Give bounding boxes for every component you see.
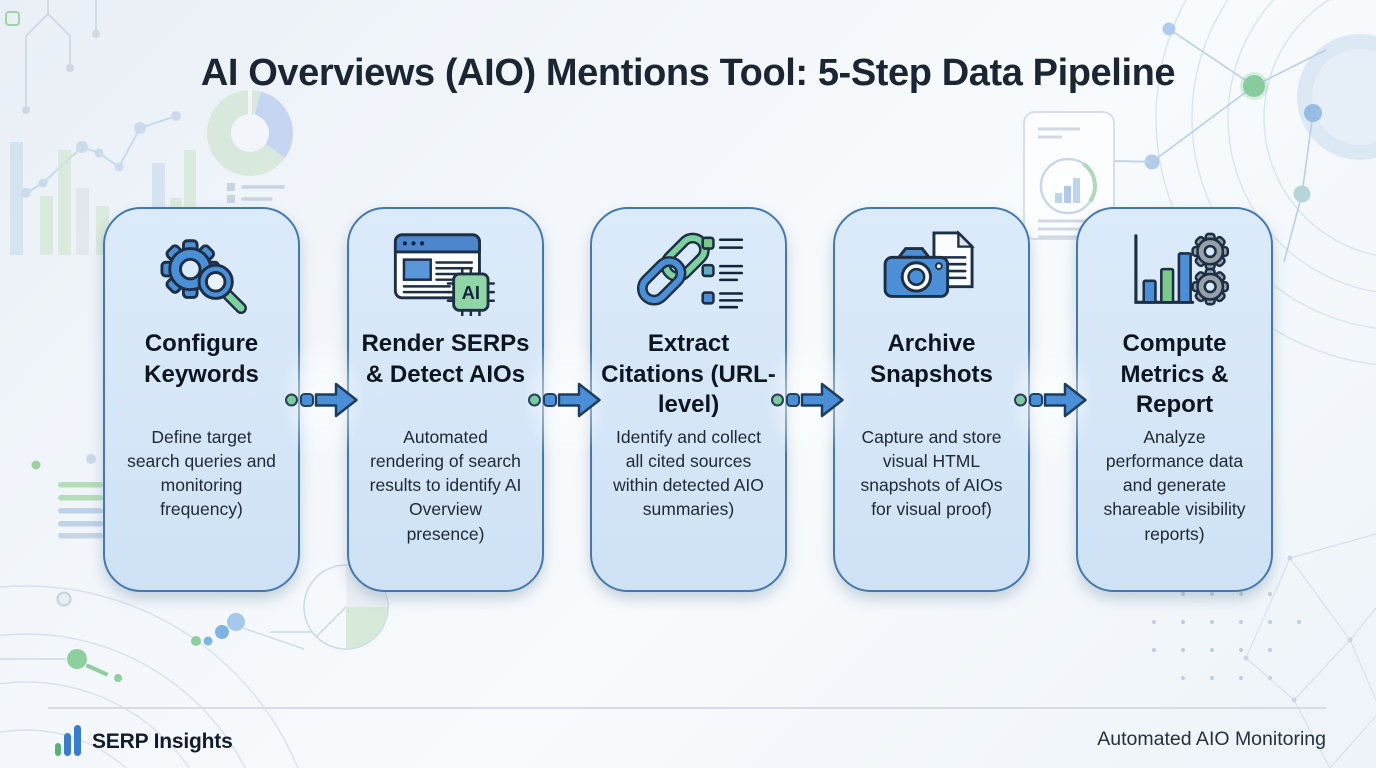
footer-brand: SERP Insights xyxy=(55,722,233,756)
step-card-archive-snapshots: Archive Snapshots Capture and store visu… xyxy=(833,207,1030,592)
step-description: Capture and store visual HTML snapshots … xyxy=(860,427,1003,520)
step-description: Identify and collect all cited sources w… xyxy=(613,427,764,520)
line-chart-sketch xyxy=(21,111,181,198)
camera-document-icon xyxy=(876,230,988,316)
flow-arrow-2 xyxy=(521,334,609,466)
list-sketch xyxy=(227,183,285,203)
arrow-icon xyxy=(771,382,844,418)
gear-magnifier-icon xyxy=(152,230,252,316)
step-card-extract-citations: Extract Citations (URL-level) Identify a… xyxy=(590,207,787,592)
arrow-icon xyxy=(528,382,601,418)
step-card-configure-keywords: Configure Keywords Define target search … xyxy=(103,207,300,592)
page-title: AI Overviews (AIO) Mentions Tool: 5-Step… xyxy=(200,52,1176,94)
serp-insights-logo-icon xyxy=(55,725,81,756)
step-card-render-serps-detect-aios: AI Render SERPs & Detect AIOs Automated … xyxy=(347,207,544,592)
bottom-left-arcs-decoration xyxy=(0,585,299,768)
step-title: Configure Keywords xyxy=(144,330,259,388)
bar-chart-gears-icon xyxy=(1119,230,1231,316)
chain-link-citation-list-icon xyxy=(633,230,745,316)
arrow-icon xyxy=(285,382,358,418)
step-description: Analyze performance data and generate sh… xyxy=(1103,427,1246,544)
flow-arrow-1 xyxy=(278,334,366,466)
flow-arrow-4 xyxy=(1007,334,1095,466)
brand-name: SERP Insights xyxy=(92,730,233,753)
step-title: Extract Citations (URL-level) xyxy=(601,330,776,419)
scatter-dots-decoration xyxy=(0,454,305,682)
step-description: Define target search queries and monitor… xyxy=(127,427,276,520)
stripes-sketch xyxy=(58,482,103,539)
polygon-mesh-decoration xyxy=(1243,533,1376,768)
circuit-traces-decoration xyxy=(5,0,100,114)
serp-window-ai-chip-icon: AI xyxy=(390,230,502,316)
arrow-icon xyxy=(1014,382,1087,418)
top-right-circles-decoration xyxy=(1155,0,1376,366)
flow-arrow-3 xyxy=(764,334,852,466)
svg-text:AI: AI xyxy=(461,283,479,303)
step-title: Render SERPs & Detect AIOs xyxy=(361,330,530,388)
step-title: Archive Snapshots xyxy=(870,330,993,388)
step-title: Compute Metrics & Report xyxy=(1120,330,1229,419)
top-right-network-decoration xyxy=(1144,22,1327,263)
footer-tagline: Automated AIO Monitoring xyxy=(1097,728,1326,750)
step-card-compute-metrics-report: Compute Metrics & Report Analyze perform… xyxy=(1076,207,1273,592)
report-mockup-sketch xyxy=(1023,111,1151,240)
donut-chart-sketch xyxy=(207,88,293,176)
step-description: Automated rendering of search results to… xyxy=(369,427,522,544)
footer-divider xyxy=(48,707,1326,709)
